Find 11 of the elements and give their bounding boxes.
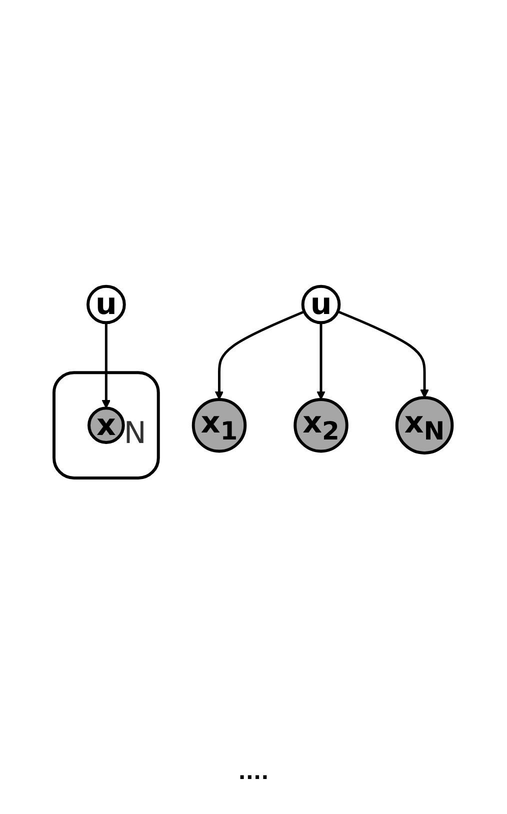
node-circle: x$_{2}$	[294, 398, 349, 453]
arrow	[338, 310, 430, 398]
arrow	[215, 310, 306, 400]
node-circle: u	[302, 284, 342, 324]
node-circle: x	[88, 406, 126, 444]
node-circle: u	[86, 284, 126, 324]
node-circle: x$_{1}$	[192, 398, 248, 453]
node-circle: x$_{N}$	[396, 396, 454, 454]
arrow	[102, 322, 111, 409]
arrow	[317, 322, 326, 400]
ellipsis-label: ....	[237, 760, 270, 784]
